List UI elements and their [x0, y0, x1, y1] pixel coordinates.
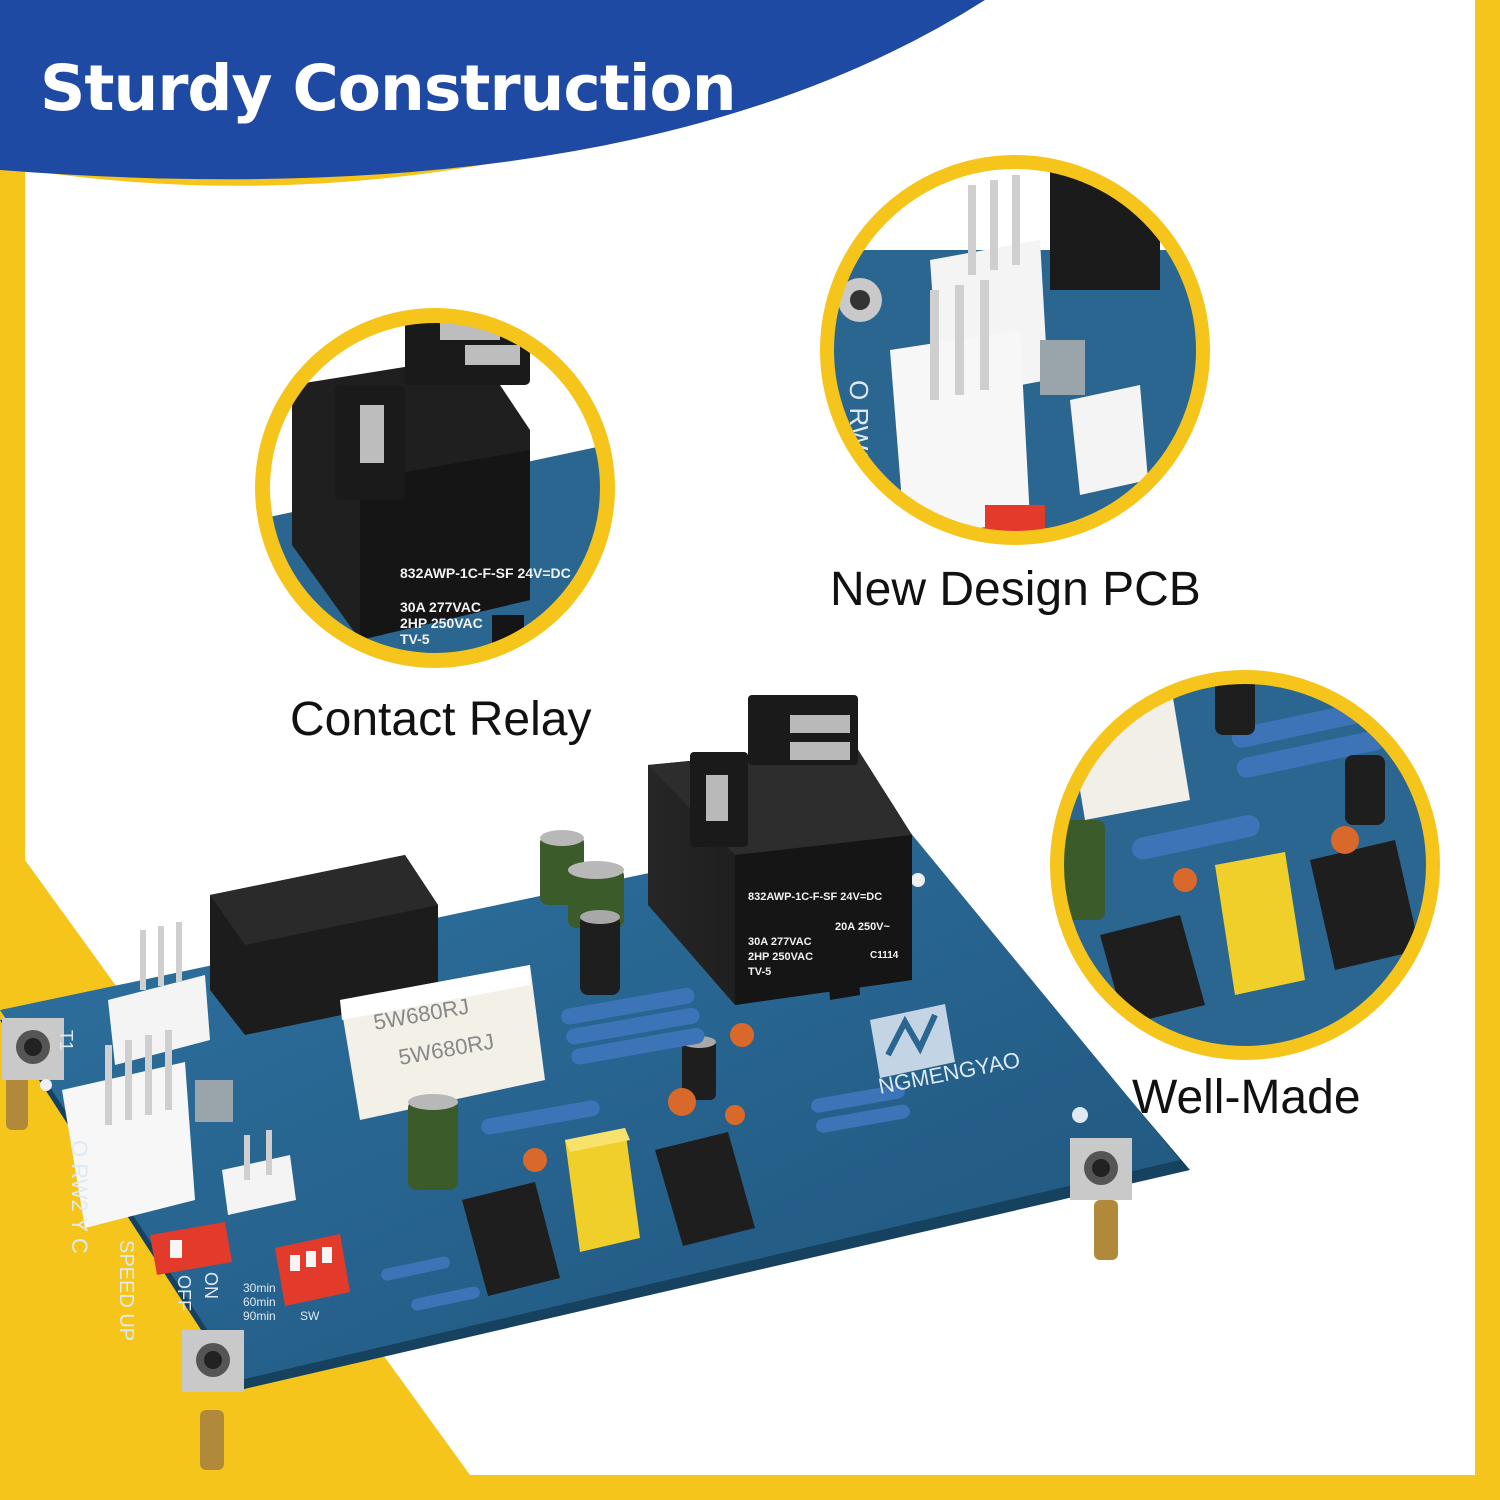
electrolytic-capacitor [580, 910, 620, 995]
brand-logo [870, 1004, 955, 1078]
brass-standoff [1094, 1200, 1118, 1260]
sw-label: SW [300, 1309, 320, 1323]
integrated-circuit [462, 1182, 560, 1296]
electrolytic-capacitor [408, 1094, 458, 1190]
transistor [828, 965, 860, 1000]
off-label: OFF [174, 1275, 194, 1311]
relay-print-rating-3: TV-5 [748, 966, 771, 978]
timer-90-label: 90min [243, 1309, 276, 1323]
zoom-circle-well-made [1050, 670, 1440, 1060]
dip-switch-timer [275, 1234, 350, 1306]
caption-new-design-pcb: New Design PCB [830, 563, 1201, 616]
caption-well-made: Well-Made [1132, 1071, 1361, 1124]
blue-banner [0, 0, 985, 180]
terminal-connector-top [108, 922, 210, 1065]
relay-print-rating-2: 2HP 250VAC [748, 951, 813, 963]
small-relay [210, 855, 438, 1035]
ceramic-capacitor [523, 1148, 547, 1172]
integrated-circuit [655, 1132, 755, 1246]
two-pin-connector [222, 1130, 296, 1215]
relay-print-code: C1114 [870, 950, 899, 961]
timer-30-label: 30min [243, 1281, 276, 1295]
ceramic-capacitor [725, 1105, 745, 1125]
relay-print-rating-4: 20A 250V~ [835, 921, 891, 933]
film-capacitor [565, 1128, 640, 1252]
speed-up-label: SPEED UP [115, 1240, 137, 1341]
t1-label: T1 [56, 1030, 76, 1051]
headline-title: Sturdy Construction [40, 52, 737, 125]
zoom-relay-model: 832AWP-1C-F-SF 24V=DC [400, 565, 571, 581]
terminal-labels: O RW2 Y C [67, 1140, 92, 1254]
ceramic-capacitor [730, 1023, 754, 1047]
zoom-circle-relay: 832AWP-1C-F-SF 24V=DC 30A 277VAC 2HP 250… [255, 308, 615, 668]
heatsink-tab [195, 1080, 233, 1122]
power-resistor: 5W680RJ 5W680RJ [340, 965, 545, 1120]
mounting-hole [2, 1018, 64, 1080]
relay-print-model: 832AWP-1C-F-SF 24V=DC [748, 891, 882, 903]
timer-60-label: 60min [243, 1295, 276, 1309]
zoom-relay-rating-3: TV-5 [400, 631, 430, 647]
resistor-array [381, 987, 910, 1311]
dip-switch-speed [150, 1222, 232, 1275]
terminal-connector-bottom [62, 1030, 195, 1228]
mounting-hole [182, 1330, 244, 1392]
relay-print-rating-1: 30A 277VAC [748, 936, 812, 948]
caption-contact-relay: Contact Relay [290, 693, 592, 746]
ceramic-capacitor [668, 1088, 696, 1116]
power-relay: 832AWP-1C-F-SF 24V=DC 30A 277VAC 2HP 250… [648, 695, 912, 1005]
on-label: ON [201, 1272, 221, 1299]
brass-standoff [200, 1410, 224, 1470]
mounting-hole [1070, 1138, 1132, 1200]
circuit-board: O RW2 Y C T1 SPEED UP OFF ON 30min 60min… [0, 695, 1190, 1470]
zoom-relay-rating-1: 30A 277VAC [400, 599, 481, 615]
zoom-relay-rating-2: 2HP 250VAC [400, 615, 483, 631]
